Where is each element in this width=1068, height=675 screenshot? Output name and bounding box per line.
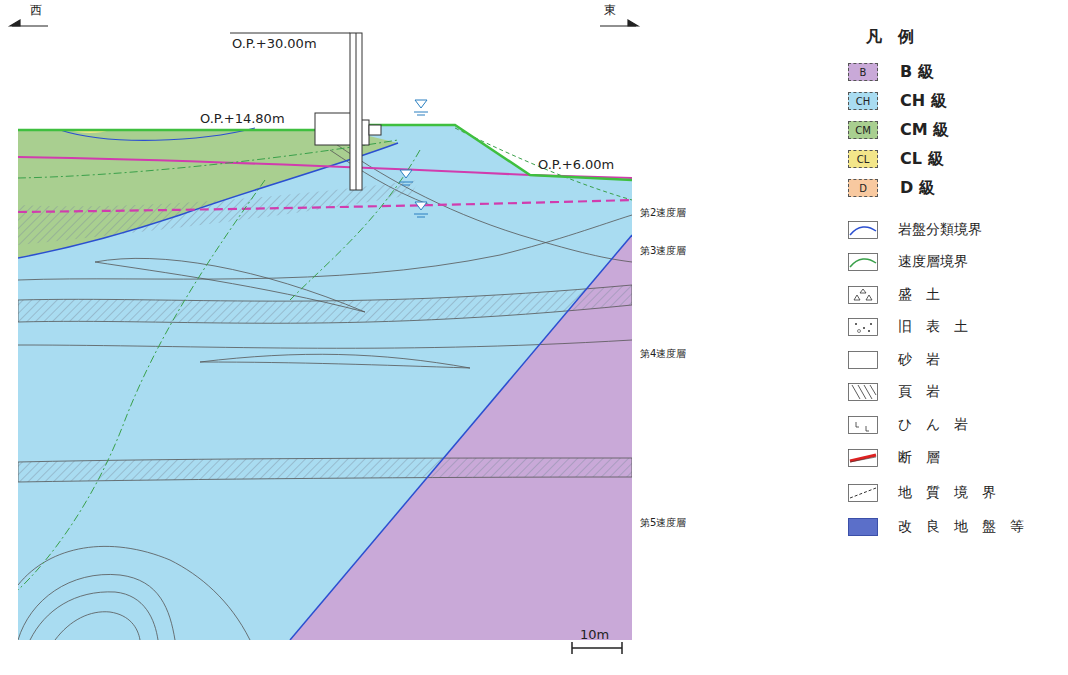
legend-text: CM 級: [900, 121, 949, 139]
legend-text: 旧 表 土: [898, 319, 968, 334]
scale-bar: [572, 642, 622, 654]
swatch-letter: CM: [855, 125, 871, 136]
legend-heading: 凡 例: [866, 28, 914, 46]
fold-line: [55, 612, 140, 640]
bedding-line: [18, 215, 632, 280]
fold-line: [18, 546, 250, 640]
legend-text: 砂 岩: [898, 352, 940, 367]
legend-text: CL 級: [900, 150, 944, 168]
legend-sample-svg: [848, 484, 878, 502]
direction-arrows: [10, 20, 638, 26]
legend-sample-svg: [848, 416, 878, 434]
legend-sample-svg: [848, 286, 878, 304]
fold-line: [18, 574, 175, 640]
legend-sample: [848, 416, 878, 438]
legend-sample-svg: [848, 253, 878, 271]
label: 第2速度層: [640, 207, 686, 218]
swatch-letter: D: [859, 183, 867, 194]
swatch-letter: CH: [856, 96, 871, 107]
legend-text: D 級: [900, 179, 935, 197]
legend-swatch: [848, 518, 878, 536]
label: O.P.+14.80m: [200, 112, 285, 126]
label: 西: [30, 4, 42, 17]
legend-text: 岩盤分類境界: [898, 222, 982, 237]
legend-sample-svg: [848, 221, 878, 239]
legend-sample: [848, 318, 878, 340]
legend-sample: [848, 253, 878, 275]
bedding-line: [330, 150, 430, 205]
sandstone-lens: [200, 354, 470, 368]
legend-sample: [848, 383, 878, 405]
legend-sample: [848, 221, 878, 243]
velocity-boundary: [18, 200, 632, 212]
legend-sample-svg: [848, 383, 878, 401]
fold-line: [30, 592, 158, 640]
label: O.P.+30.00m: [232, 37, 317, 51]
label: 第4速度層: [640, 348, 686, 359]
legend-text: 盛 土: [898, 287, 940, 302]
class-boundary: [18, 143, 398, 258]
swatch-letter: CL: [857, 154, 870, 165]
legend-text: 頁 岩: [898, 384, 940, 399]
hatch-band: [18, 458, 632, 482]
legend-text: CH 級: [900, 92, 947, 110]
class-boundary: [290, 235, 632, 640]
water-table: [399, 100, 428, 217]
hatch-band: [18, 285, 632, 323]
velocity-dashline: [18, 180, 265, 590]
legend-text: B 級: [900, 63, 934, 81]
legend-sample-svg: [848, 318, 878, 336]
label: 第5速度層: [640, 517, 686, 528]
label: 第3速度層: [640, 245, 686, 256]
label: O.P.+6.00m: [538, 158, 614, 172]
legend-sample: [848, 484, 878, 506]
legend-sample: [848, 351, 878, 373]
legend-sample: [848, 449, 878, 471]
legend-text: 速度層境界: [898, 254, 968, 269]
legend-text: 改 良 地 盤 等: [898, 519, 1024, 534]
geology: [18, 125, 632, 640]
b-rock: [290, 235, 632, 640]
legend-sample-svg: [848, 449, 878, 467]
legend-text: ひ ん 岩: [898, 417, 968, 432]
ch-rock: [18, 125, 632, 640]
legend-sample: [848, 286, 878, 308]
swatch-letter: B: [860, 67, 867, 78]
velocity-dashline: [18, 140, 398, 178]
velocity-dashline: [455, 128, 632, 200]
legend-sample-svg: [848, 351, 878, 369]
legend-text: 断 層: [898, 450, 940, 465]
legend-text: 地 質 境 界: [898, 485, 996, 500]
label: 東: [604, 4, 616, 17]
label: 10m: [580, 628, 609, 642]
